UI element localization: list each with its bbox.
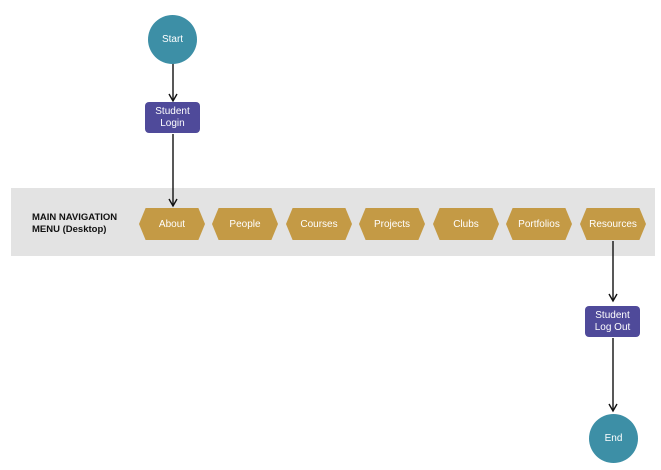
nav-item-about[interactable]: About <box>139 208 205 240</box>
navigation-label-line2: MENU (Desktop) <box>32 224 107 235</box>
navigation-band-label: MAIN NAVIGATION MENU (Desktop) <box>32 212 140 236</box>
nav-item-portfolios[interactable]: Portfolios <box>506 208 572 240</box>
navigation-label-line1: MAIN NAVIGATION <box>32 212 118 223</box>
login-line1: Student <box>155 105 190 117</box>
start-node: Start <box>148 15 197 64</box>
nav-item-about-label: About <box>158 218 186 230</box>
nav-item-clubs-label: Clubs <box>453 218 479 230</box>
nav-item-clubs[interactable]: Clubs <box>433 208 499 240</box>
student-login-node: Student Login <box>145 102 200 133</box>
student-logout-node: Student Log Out <box>585 306 640 337</box>
nav-item-projects-label: Projects <box>373 218 411 230</box>
end-label: End <box>604 433 623 444</box>
logout-line1: Student <box>595 309 630 321</box>
nav-item-projects[interactable]: Projects <box>359 208 425 240</box>
end-node: End <box>589 414 638 463</box>
nav-item-courses[interactable]: Courses <box>286 208 352 240</box>
start-label: Start <box>161 34 184 45</box>
nav-item-people[interactable]: People <box>212 208 278 240</box>
nav-item-people-label: People <box>229 218 261 230</box>
logout-line2: Log Out <box>594 321 631 333</box>
nav-item-resources[interactable]: Resources <box>580 208 646 240</box>
nav-item-resources-label: Resources <box>589 218 637 230</box>
nav-item-portfolios-label: Portfolios <box>518 218 560 230</box>
login-line2: Login <box>160 117 185 129</box>
nav-item-courses-label: Courses <box>300 218 338 230</box>
